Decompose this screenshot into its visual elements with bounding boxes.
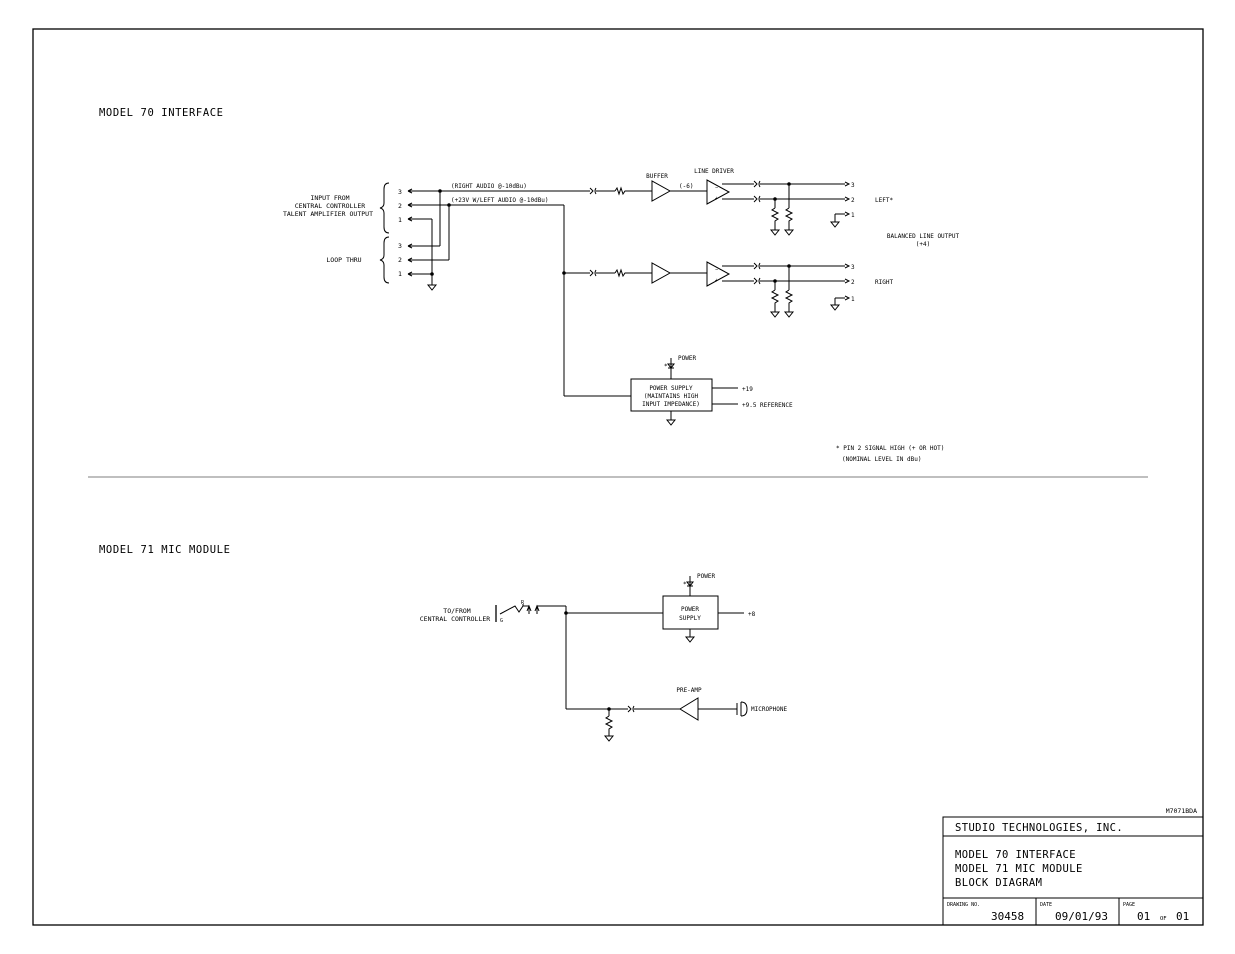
right-out-pin-2: 2 [851,279,855,286]
left-out-pin-3: 3 [851,182,855,189]
balanced-output-line1: BALANCED LINE OUTPUT [887,233,960,240]
page-of: OF [1160,916,1167,922]
power-label: POWER [678,355,696,362]
drawing-no: 30458 [991,910,1024,923]
mic-power-star: * [683,581,687,588]
left-output-label: LEFT* [875,197,893,204]
power-star: * [664,363,668,370]
footnote-line2: (NOMINAL LEVEL IN dBu) [842,456,921,463]
preamp-path [566,697,748,742]
title-line1: MODEL 70 INTERFACE [955,849,1076,861]
footnote-line1: * PIN 2 SIGNAL HIGH (+ OR HOT) [836,445,944,452]
preamp-label: PRE-AMP [676,687,702,694]
line-driver-right [706,261,731,287]
preamp-amp [679,697,699,721]
right-audio-label: (RIGHT AUDIO @-10dBu) [451,183,527,190]
page-total: 01 [1176,910,1189,923]
right-out-pin-3: 3 [851,264,855,271]
model70-section-title: MODEL 70 INTERFACE [99,107,224,119]
power-supply-line3: INPUT IMPEDANCE) [642,401,700,408]
page-number: 01 [1137,910,1150,923]
buffer-amp [651,180,672,202]
line-driver-label: LINE DRIVER [694,168,734,175]
date-value: 09/01/93 [1055,910,1108,923]
loop-brace [379,236,390,284]
svg-text:R: R [521,600,525,606]
date-label: DATE [1040,902,1052,908]
model70-diagram: INPUT FROM CENTRAL CONTROLLER TALENT AMP… [283,168,960,463]
company-name: STUDIO TECHNOLOGIES, INC. [955,822,1123,834]
gain-label: (-6) [679,183,693,190]
input-connector-wiring [407,188,590,291]
model71-diagram: TO/FROM CENTRAL CONTROLLER G R POWER [420,573,788,742]
ref-label: +9.5 REFERENCE [742,402,793,409]
svg-text:+: + [715,278,718,284]
buffer-label: BUFFER [646,173,668,180]
right-channel-path: − + [562,261,851,318]
mic-power-supply-line1: POWER [681,606,699,613]
loop-pin-3: 3 [398,242,402,250]
right-out-pin-1: 1 [851,296,855,303]
mic-power-supply-line2: SUPPLY [679,615,701,622]
loop-pin-2: 2 [398,256,402,264]
power-supply-line1: POWER SUPPLY [649,385,693,392]
input-pin-1: 1 [398,216,402,224]
mic-power-label: POWER [697,573,715,580]
drawing-no-label: DRAWING NO. [947,902,980,908]
input-label-line3: TALENT AMPLIFIER OUTPUT [283,210,373,218]
power-supply-line2: (MAINTAINS HIGH [644,393,699,400]
svg-text:G: G [500,618,503,624]
tofrom-line2: CENTRAL CONTROLLER [420,615,491,623]
left-audio-label: (+23V W/LEFT AUDIO @-10dBu) [451,197,549,204]
loop-pin-1: 1 [398,270,402,278]
model71-section-title: MODEL 71 MIC MODULE [99,544,231,556]
title-block: M7071BDA STUDIO TECHNOLOGIES, INC. MODEL… [942,807,1204,926]
input-label-line1: INPUT FROM [310,194,349,202]
tofrom-line1: TO/FROM [443,607,470,615]
svg-text:−: − [715,267,718,273]
left-out-pin-1: 1 [851,212,855,219]
mic-jack: G R [495,600,566,624]
left-out-pin-2: 2 [851,197,855,204]
sheet-border [32,28,1204,926]
ref-code: M7071BDA [1166,807,1197,815]
mic-power-supply-block [662,576,744,643]
title-line3: BLOCK DIAGRAM [955,877,1042,889]
left-channel-path: − + [563,179,851,396]
balanced-output-line2: (+4) [916,241,930,248]
plus19-label: +19 [742,386,753,393]
input-label-line2: CENTRAL CONTROLLER [295,202,366,210]
line-driver-left [706,179,731,205]
plus8-label: +8 [748,611,756,618]
microphone-icon [740,701,748,717]
right-output-label: RIGHT [875,279,893,286]
input-brace [379,182,390,234]
input-pin-2: 2 [398,202,402,210]
loop-thru-label: LOOP THRU [326,256,361,264]
svg-text:+: + [715,196,718,202]
svg-text:−: − [715,185,718,191]
input-pin-3: 3 [398,188,402,196]
title-line2: MODEL 71 MIC MODULE [955,863,1083,875]
page-label: PAGE [1123,902,1135,908]
microphone-label: MICROPHONE [751,706,788,713]
power-supply-block [564,358,738,426]
